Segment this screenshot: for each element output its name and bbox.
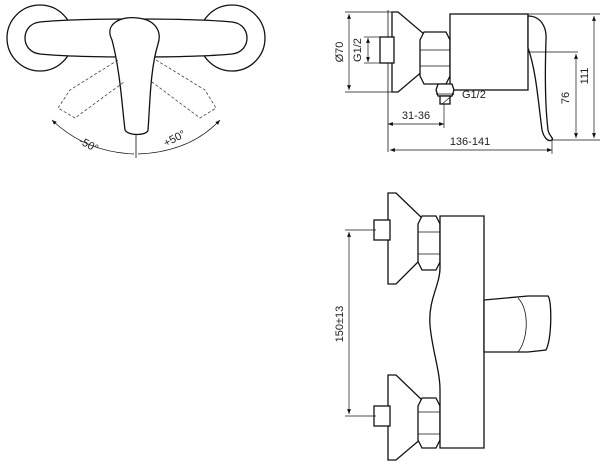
side-view: Ø70 G1/2 G1/2 31-36 136-141 111 76 <box>334 10 600 154</box>
rear-top-flange <box>387 192 423 285</box>
side-hex-nut <box>419 31 451 85</box>
dim-thread-top-label: G1/2 <box>352 38 364 62</box>
dim-height-outer-label: 111 <box>579 68 591 85</box>
rear-body <box>429 215 485 449</box>
lever-right-position <box>151 59 217 119</box>
angle-left-label: -50° <box>77 135 101 155</box>
side-flange <box>391 11 425 93</box>
dim-diameter-label: Ø70 <box>334 42 346 63</box>
lever-handle <box>109 17 160 136</box>
side-lever <box>527 15 554 142</box>
dim-thread-bottom-label: G1/2 <box>462 89 486 101</box>
rear-top-nut <box>417 215 441 271</box>
rear-bottom-stub <box>373 405 391 427</box>
angle-arc-right <box>137 119 221 155</box>
rear-view: 150±13 <box>334 192 552 461</box>
dim-height-inner-label: 76 <box>560 92 572 104</box>
rear-bottom-nut <box>417 397 441 449</box>
angle-arc-left <box>51 119 135 155</box>
inlet-stub <box>379 36 395 64</box>
front-view: -50° +50° <box>6 4 266 158</box>
rear-lever <box>483 295 552 353</box>
dim-length-label: 136-141 <box>450 136 490 148</box>
rear-bottom-flange <box>387 374 423 461</box>
dim-spacing-label: 150±13 <box>334 306 346 343</box>
dim-offset-label: 31-36 <box>402 110 430 122</box>
rear-top-stub <box>373 219 391 241</box>
lever-left-position <box>57 59 125 119</box>
side-body <box>449 13 529 91</box>
angle-right-label: +50° <box>162 128 188 149</box>
